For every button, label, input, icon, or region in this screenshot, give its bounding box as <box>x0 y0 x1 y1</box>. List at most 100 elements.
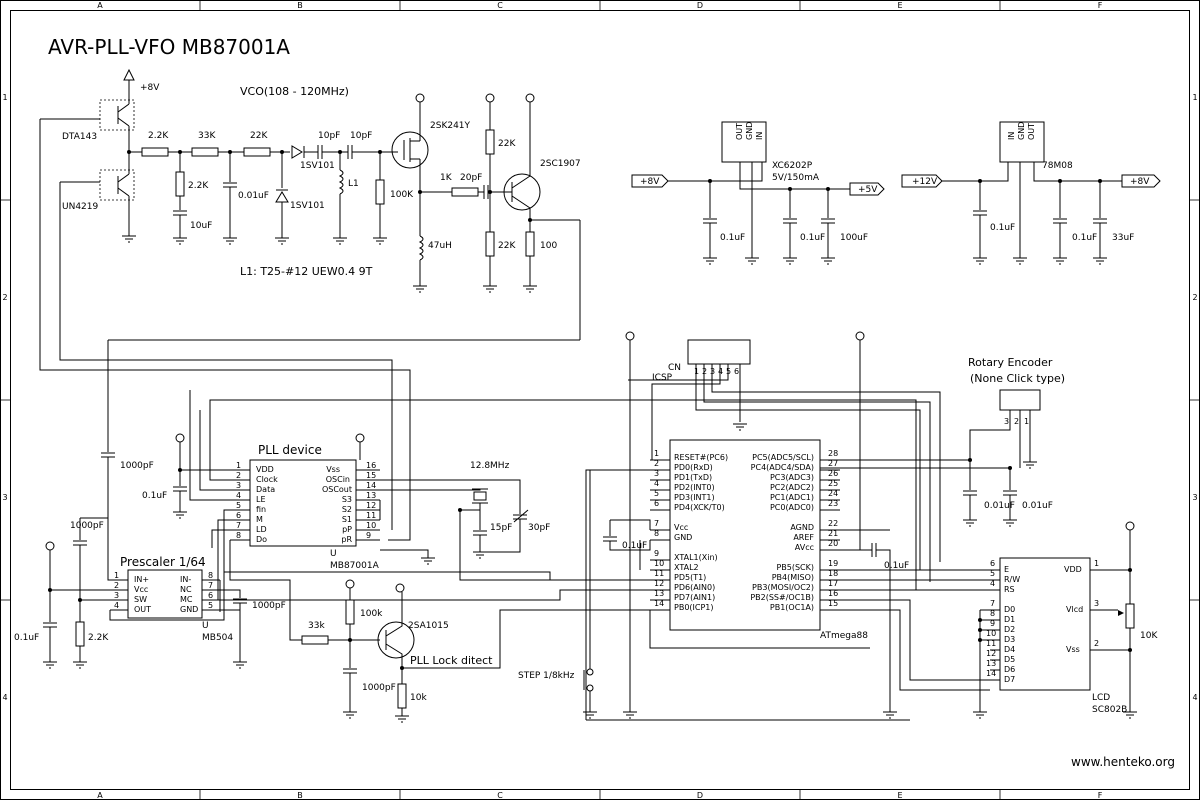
mcu-pin-name-2: PD0(RxD) <box>674 463 713 472</box>
lcd-pin-name-e: E <box>1004 565 1009 574</box>
un4219-package <box>99 169 135 201</box>
mcu-pin-num-2: 2 <box>654 459 659 468</box>
lcd-pin-num-9: 9 <box>990 619 995 628</box>
dta143-package <box>99 99 135 131</box>
prescaler-c1000pf-in-label: 1000pF <box>70 521 104 531</box>
reg8-in-label: +12V <box>912 177 938 187</box>
mcu-pin-num-20: 20 <box>828 539 838 548</box>
r-22k-top-label: 22K <box>498 139 516 149</box>
frame-col-e-bottom: E <box>897 791 902 800</box>
mcu-pin-num-11: 11 <box>654 569 664 578</box>
vco-section: +8V VCO(108 - 120MHz) DTA143 UN4219 2.2K… <box>39 68 581 541</box>
prescaler-pin-num-5: 5 <box>208 601 213 610</box>
prescaler-pin-num-3: 3 <box>114 591 119 600</box>
lock-detect: 33k 100k 1000pF 2SA1015 PLL Lock ditect … <box>301 579 650 723</box>
vco-ground-symbols <box>122 232 537 293</box>
pll-pin-num-6: 6 <box>236 511 241 520</box>
r-2k2-shunt-label: 2.2K <box>188 181 209 191</box>
pll-pin-num-15: 15 <box>366 471 376 480</box>
mcu-pin-num-17: 17 <box>828 579 838 588</box>
pll-pin-name-12: S2 <box>342 505 352 514</box>
mcu-pin-num-4: 4 <box>654 479 659 488</box>
prescaler-r-2k2-label: 2.2K <box>88 633 109 643</box>
frame-row-3-right: 3 <box>1192 493 1197 502</box>
lcd-pot-label: 10K <box>1140 631 1158 641</box>
mcu-c-vcc-label: 0.1uF <box>622 541 647 551</box>
encoder-c2-label: 0.01uF <box>1022 501 1053 511</box>
reg8-c1-label: 0.1uF <box>990 223 1015 233</box>
78m08-pin-out: OUT <box>1027 123 1036 140</box>
lcd-ref: LCD <box>1092 693 1110 703</box>
mcu-left-pins: 1 RESET#(PC6) 2 PD0(RxD) 3 PD1(TxD) 4 PD… <box>654 449 728 612</box>
mcu-pin-name-12: PD6(AIN0) <box>674 583 715 592</box>
lcd-pin-name-d6: D6 <box>1004 665 1015 674</box>
reg5-c3-label: 100uF <box>840 233 868 243</box>
c-10uf-label: 10uF <box>190 221 212 231</box>
mcu-pin-num-9: 9 <box>654 549 659 558</box>
r-22k-top <box>485 129 495 155</box>
prescaler-pin-name-4: OUT <box>134 605 151 614</box>
lcd-pin-name-d4: D4 <box>1004 645 1015 654</box>
encoder-c1-label: 0.01uF <box>984 501 1015 511</box>
xc6202p-pin-out: OUT <box>735 123 744 140</box>
encoder-subtitle: (None Click type) <box>970 372 1065 385</box>
prescaler-pin-name-3: SW <box>134 595 147 604</box>
pll-pin-num-8: 8 <box>236 531 241 540</box>
pll-pin-num-1: 1 <box>236 461 241 470</box>
mcu-pin-name-21: AREF <box>793 533 814 542</box>
mcu-pin-num-3: 3 <box>654 469 659 478</box>
c-001uf-label: 0.01uF <box>238 191 269 201</box>
prescaler-title: Prescaler 1/64 <box>120 555 206 569</box>
mcu-pin-name-1: RESET#(PC6) <box>674 453 728 462</box>
r-2k2-shunt <box>175 171 185 197</box>
mcu-pin-name-18: PB4(MISO) <box>772 573 814 582</box>
step-contact-top[interactable] <box>586 668 594 676</box>
pll-pin-name-8: Do <box>256 535 267 544</box>
prescaler: Prescaler 1/64 U MB504 1 IN+ 2 Vcc 3 SW … <box>14 509 286 669</box>
mcu-pin-name-8: GND <box>674 533 692 542</box>
pll-pin-name-3: Data <box>256 485 275 494</box>
lock-r-100k-label: 100k <box>360 609 383 619</box>
r-33k-label: 33K <box>198 131 216 141</box>
frame-col-f-top: F <box>1098 1 1103 10</box>
pll-vss-terminal <box>355 433 365 443</box>
lcd-pin-name-d7: D7 <box>1004 675 1015 684</box>
frame-col-f-bottom: F <box>1098 791 1103 800</box>
inductor-47uh-label: 47uH <box>428 241 452 251</box>
pll-pin-num-12: 12 <box>366 501 376 510</box>
mcu-pin-num-13: 13 <box>654 589 664 598</box>
prescaler-pin-num-8: 8 <box>208 571 213 580</box>
pll-pin-name-5: fin <box>256 505 266 514</box>
prescaler-part: MB504 <box>202 633 233 643</box>
mcu-pin-name-24: PC1(ADC1) <box>770 493 814 502</box>
frame-col-c-top: C <box>497 1 503 10</box>
78m08-pin-gnd: GND <box>1017 122 1026 140</box>
vco-supply-symbol <box>123 68 135 81</box>
mcu-pin-name-20: AVcc <box>795 543 814 552</box>
mcu-pin-name-9: XTAL1(Xin) <box>674 553 718 562</box>
frame-row-labels: 1 2 3 4 1 2 3 4 <box>2 93 1197 702</box>
pll-c01uf-label: 0.1uF <box>142 491 167 501</box>
pll-pin-num-11: 11 <box>366 511 376 520</box>
mcu-pin-name-14: PB0(ICP1) <box>674 603 714 612</box>
lcd-contrast-pot[interactable] <box>1125 603 1135 629</box>
r-1k-label: 1K <box>440 173 453 183</box>
prescaler-pin-name-5: GND <box>180 605 198 614</box>
lcd-pin-num-1: 1 <box>1094 559 1099 568</box>
frame-col-a-bottom: A <box>97 791 103 800</box>
lcd-pin-num-2: 2 <box>1094 639 1099 648</box>
pll-pin-name-10: pP <box>342 525 352 534</box>
step-switch[interactable]: STEP 1/8kHz <box>518 469 650 719</box>
lock-supply-terminal <box>345 579 355 589</box>
mcu-pin-num-18: 18 <box>828 569 838 578</box>
pll-pin-num-13: 13 <box>366 491 376 500</box>
reg8-c2-label: 0.1uF <box>1072 233 1097 243</box>
pll-pin-num-10: 10 <box>366 521 376 530</box>
mcu-vcc-terminal <box>625 331 635 341</box>
step-contact-bottom[interactable] <box>586 684 594 692</box>
prescaler-c1000pf-out-label: 1000pF <box>252 601 286 611</box>
fet-2sk241y <box>391 131 429 169</box>
lock-r-33k-label: 33k <box>308 621 325 631</box>
lock-detect-label: PLL Lock ditect <box>410 654 493 667</box>
